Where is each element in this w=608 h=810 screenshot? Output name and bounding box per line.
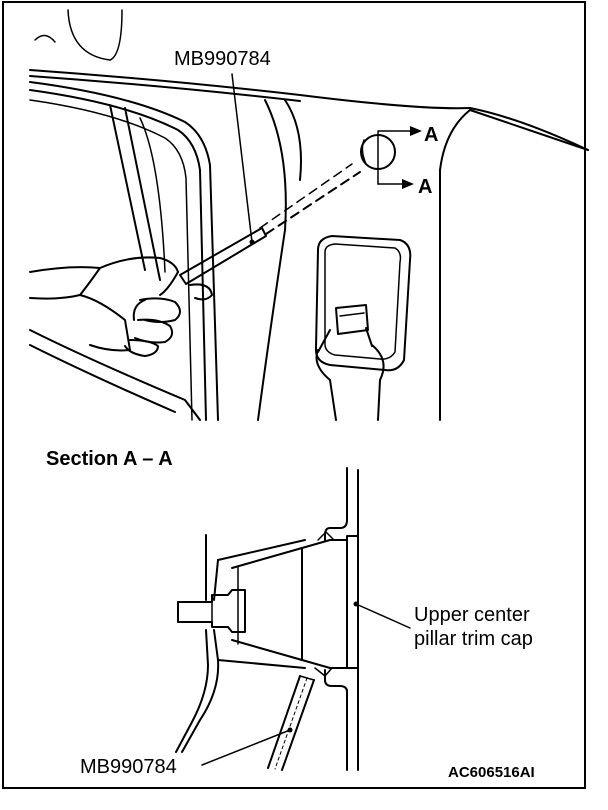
section-title: Section A – A <box>46 448 173 470</box>
section-arrow-label-lower: A <box>418 176 433 198</box>
tool-label-top: MB990784 <box>174 48 271 70</box>
tool-projection-line <box>265 171 361 235</box>
section-arrows <box>377 126 422 189</box>
section-view <box>175 467 359 771</box>
vehicle-interior-illustration <box>29 9 589 421</box>
leader-trim-cap <box>355 603 411 629</box>
trim-cap-label-line1: Upper center <box>414 604 530 626</box>
figure-id: AC606516AI <box>448 764 535 781</box>
leader-tool-bottom <box>201 729 291 766</box>
tool-label-bottom: MB990784 <box>80 756 177 778</box>
trim-cap-label-line2: pillar trim cap <box>414 628 533 650</box>
leader-tool-top <box>231 73 253 243</box>
section-arrow-label-upper: A <box>424 124 439 146</box>
